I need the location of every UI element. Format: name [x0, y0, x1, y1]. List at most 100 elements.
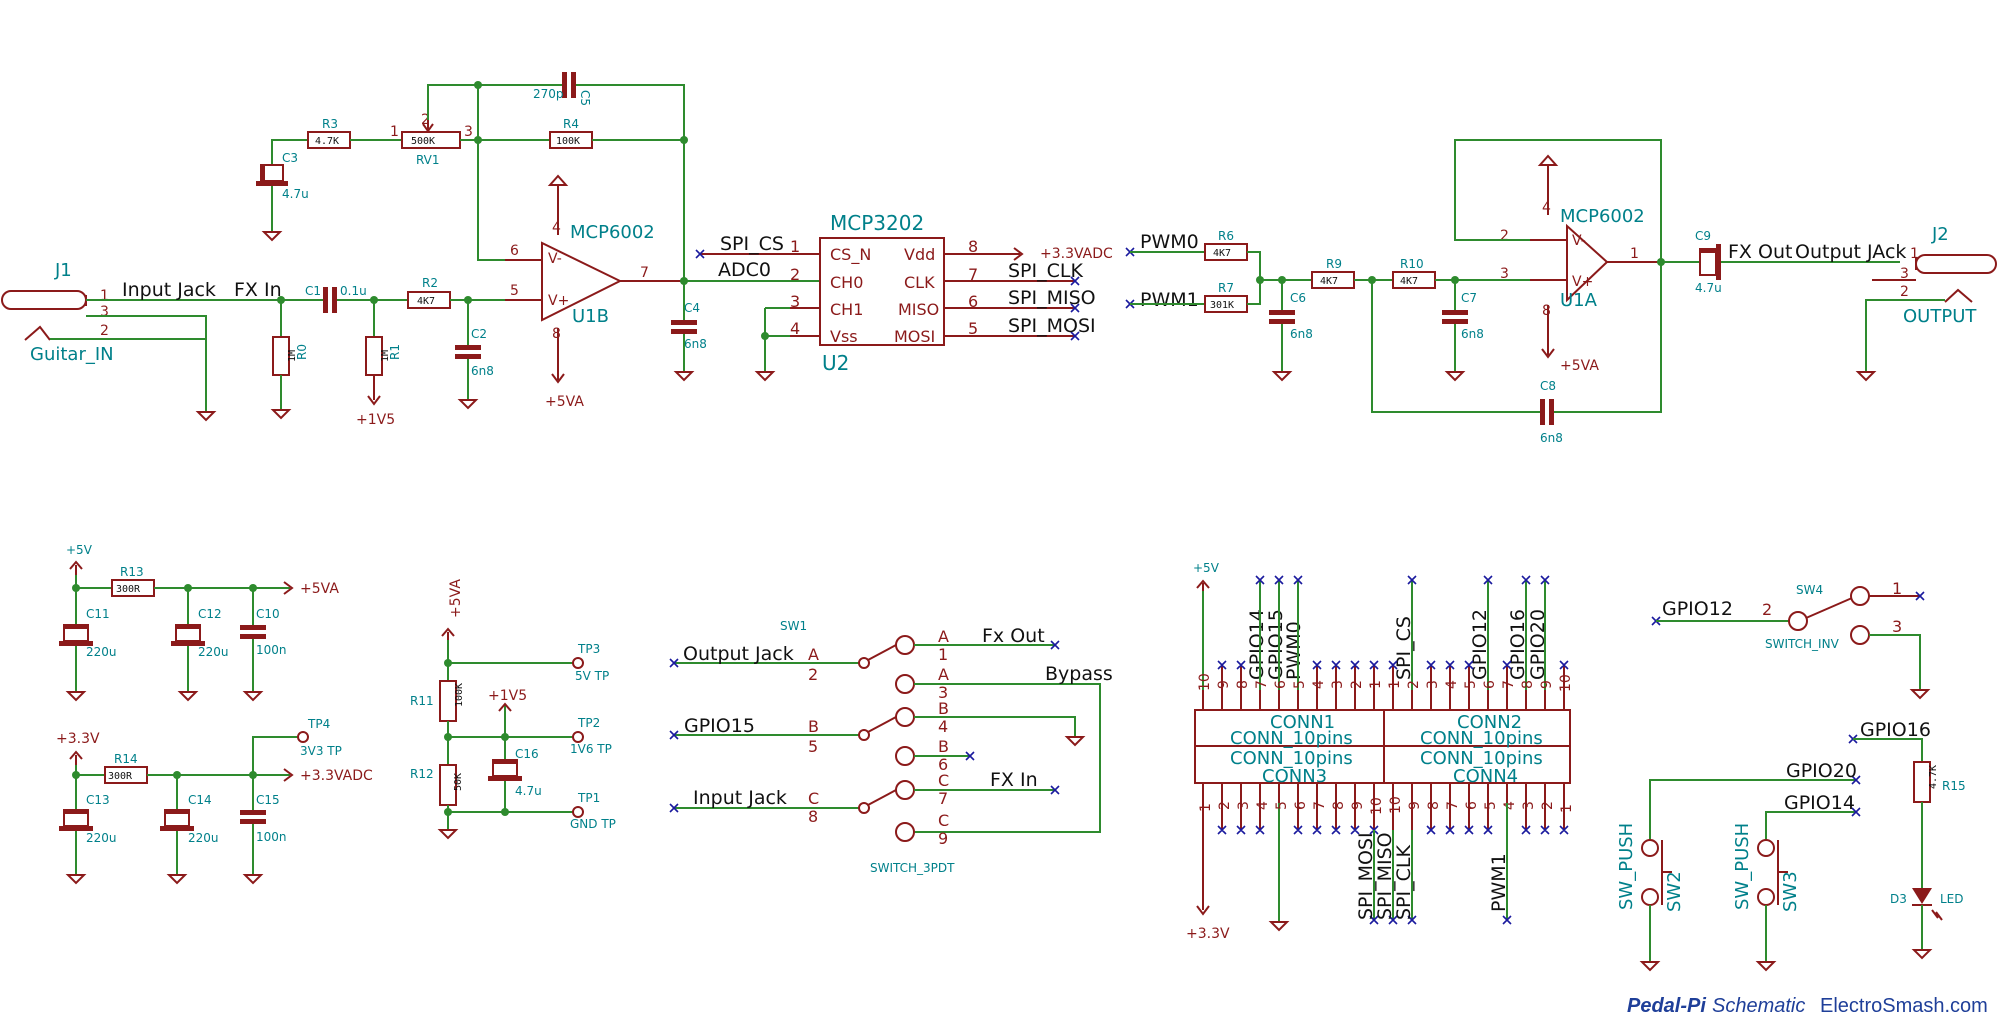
svg-text:10: 10 [1558, 674, 1574, 692]
svg-text:10: 10 [1197, 673, 1213, 691]
svg-text:R13: R13 [120, 565, 144, 579]
svg-text:4.7K: 4.7K [1928, 765, 1939, 789]
svg-text:8: 8 [1235, 680, 1251, 689]
spi-miso-label: SPI_MISO [1008, 287, 1096, 309]
svg-text:7: 7 [938, 789, 948, 808]
ground-icon [754, 371, 776, 382]
user-controls: GPIO12 2 SW4 SWITCH_INV 1 3 GPIO20 SW_PU… [1616, 579, 1966, 972]
svg-text:220u: 220u [198, 645, 229, 659]
svg-text:R7: R7 [1218, 281, 1234, 295]
v5va-label-3: +5VA [300, 581, 339, 597]
ground-icon [242, 691, 264, 702]
output-stage: PWM0 PWM1 4K7 R6 301K R7 C6 6n8 4K7 R9 4… [1125, 139, 1997, 445]
svg-text:2: 2 [1900, 284, 1909, 300]
svg-text:2: 2 [1500, 228, 1509, 244]
svg-text:7: 7 [1312, 801, 1328, 810]
svg-text:SW3: SW3 [1780, 871, 1801, 912]
svg-text:50K: 50K [453, 773, 464, 791]
svg-text:C3: C3 [282, 151, 298, 165]
svg-text:4.7K: 4.7K [315, 136, 339, 147]
svg-text:6n8: 6n8 [471, 364, 494, 378]
svg-text:R1: R1 [388, 344, 402, 360]
svg-text:B: B [938, 737, 949, 756]
svg-text:5: 5 [1292, 680, 1308, 689]
svg-text:1: 1 [1387, 680, 1403, 689]
svg-text:TP1: TP1 [577, 791, 600, 805]
svg-text:C13: C13 [86, 793, 110, 807]
svg-text:3: 3 [1500, 266, 1509, 282]
input-jack-label: Input Jack [122, 279, 216, 301]
svg-text:100K: 100K [454, 683, 465, 707]
ground-icon [1639, 961, 1661, 972]
svg-text:2: 2 [790, 265, 800, 284]
svg-text:Vss: Vss [830, 327, 858, 346]
svg-text:8: 8 [968, 237, 978, 256]
ground-icon [1909, 689, 1931, 700]
switch-3pdt-label: SWITCH_3PDT [870, 861, 955, 875]
adc-mcp3202: CS_N CH0 CH1 Vss Vdd CLK MISO MOSI 1 2 3… [695, 211, 1113, 382]
ground-icon [270, 409, 292, 420]
v33-label: +3.3V [56, 731, 100, 747]
svg-text:R4: R4 [563, 117, 579, 131]
svg-text:R14: R14 [114, 752, 138, 766]
svg-text:4K7: 4K7 [1320, 276, 1338, 287]
opamp-u1b [541, 241, 623, 322]
svg-text:R11: R11 [410, 694, 434, 708]
fx-out-label-2: Fx Out [982, 625, 1045, 647]
svg-text:6: 6 [938, 755, 948, 774]
ground-icon [1855, 371, 1877, 382]
header-spi-mosi: SPI_MOSI [1355, 832, 1377, 920]
svg-text:9: 9 [1350, 801, 1366, 810]
svg-text:4: 4 [1444, 680, 1460, 689]
svg-text:R2: R2 [422, 276, 438, 290]
svg-text:C10: C10 [256, 607, 280, 621]
svg-text:CONN2: CONN2 [1457, 712, 1522, 733]
capacitor-c6 [1269, 310, 1295, 315]
fx-out-label: FX Out [1728, 241, 1792, 263]
ground-icon [673, 371, 695, 382]
svg-text:6n8: 6n8 [684, 337, 707, 351]
svg-text:3: 3 [1425, 680, 1441, 689]
site-name: ElectroSmash.com [1820, 995, 1988, 1017]
svg-text:8: 8 [808, 807, 818, 826]
svg-text:CH0: CH0 [830, 273, 863, 292]
svg-text:5: 5 [808, 737, 818, 756]
svg-text:220u: 220u [188, 831, 219, 845]
u1a-ref: U1A [1560, 290, 1598, 311]
svg-text:Vdd: Vdd [904, 245, 935, 264]
svg-text:C: C [938, 811, 949, 830]
svg-text:100n: 100n [256, 643, 287, 657]
input-jack-label-2: Input Jack [693, 787, 787, 809]
fx-in-label-2: FX In [990, 769, 1038, 791]
testpoint-tp2 [572, 731, 584, 743]
output-jack-label: Output JAck [1795, 241, 1906, 263]
svg-text:7: 7 [968, 265, 978, 284]
header-spi-miso: SPI_MISO [1374, 832, 1396, 920]
u1b-ref: U1B [572, 306, 609, 327]
svg-text:2: 2 [808, 665, 818, 684]
guitar-in-label: Guitar_IN [30, 344, 114, 365]
svg-text:4: 4 [938, 717, 948, 736]
svg-text:C8: C8 [1540, 379, 1556, 393]
capacitor-c8 [1540, 399, 1545, 425]
svg-text:2: 2 [421, 112, 430, 128]
svg-text:TP3: TP3 [577, 642, 600, 656]
svg-text:8: 8 [1426, 801, 1442, 810]
switch-sw4 [1788, 611, 1808, 631]
header-gpio20: GPIO20 [1527, 609, 1549, 680]
svg-text:3: 3 [464, 124, 473, 140]
svg-text:5: 5 [510, 283, 519, 299]
svg-text:9: 9 [938, 829, 948, 848]
svg-text:V+: V+ [1572, 274, 1593, 290]
svg-text:R3: R3 [322, 117, 338, 131]
pwm1-label: PWM1 [1140, 289, 1199, 311]
footswitch-3pdt: SW1 SWITCH_3PDT Output Jack A 2 A 1 A 3 … [669, 619, 1113, 875]
svg-text:CONN_10pins: CONN_10pins [1420, 748, 1543, 769]
j2-ref: J2 [1931, 224, 1949, 245]
svg-text:5: 5 [1463, 680, 1479, 689]
svg-text:TP4: TP4 [307, 717, 330, 731]
svg-text:D3: D3 [1890, 892, 1907, 906]
tp-gnd-label: GND TP [570, 817, 616, 831]
svg-text:CLK: CLK [904, 273, 935, 292]
svg-text:8: 8 [1331, 801, 1347, 810]
